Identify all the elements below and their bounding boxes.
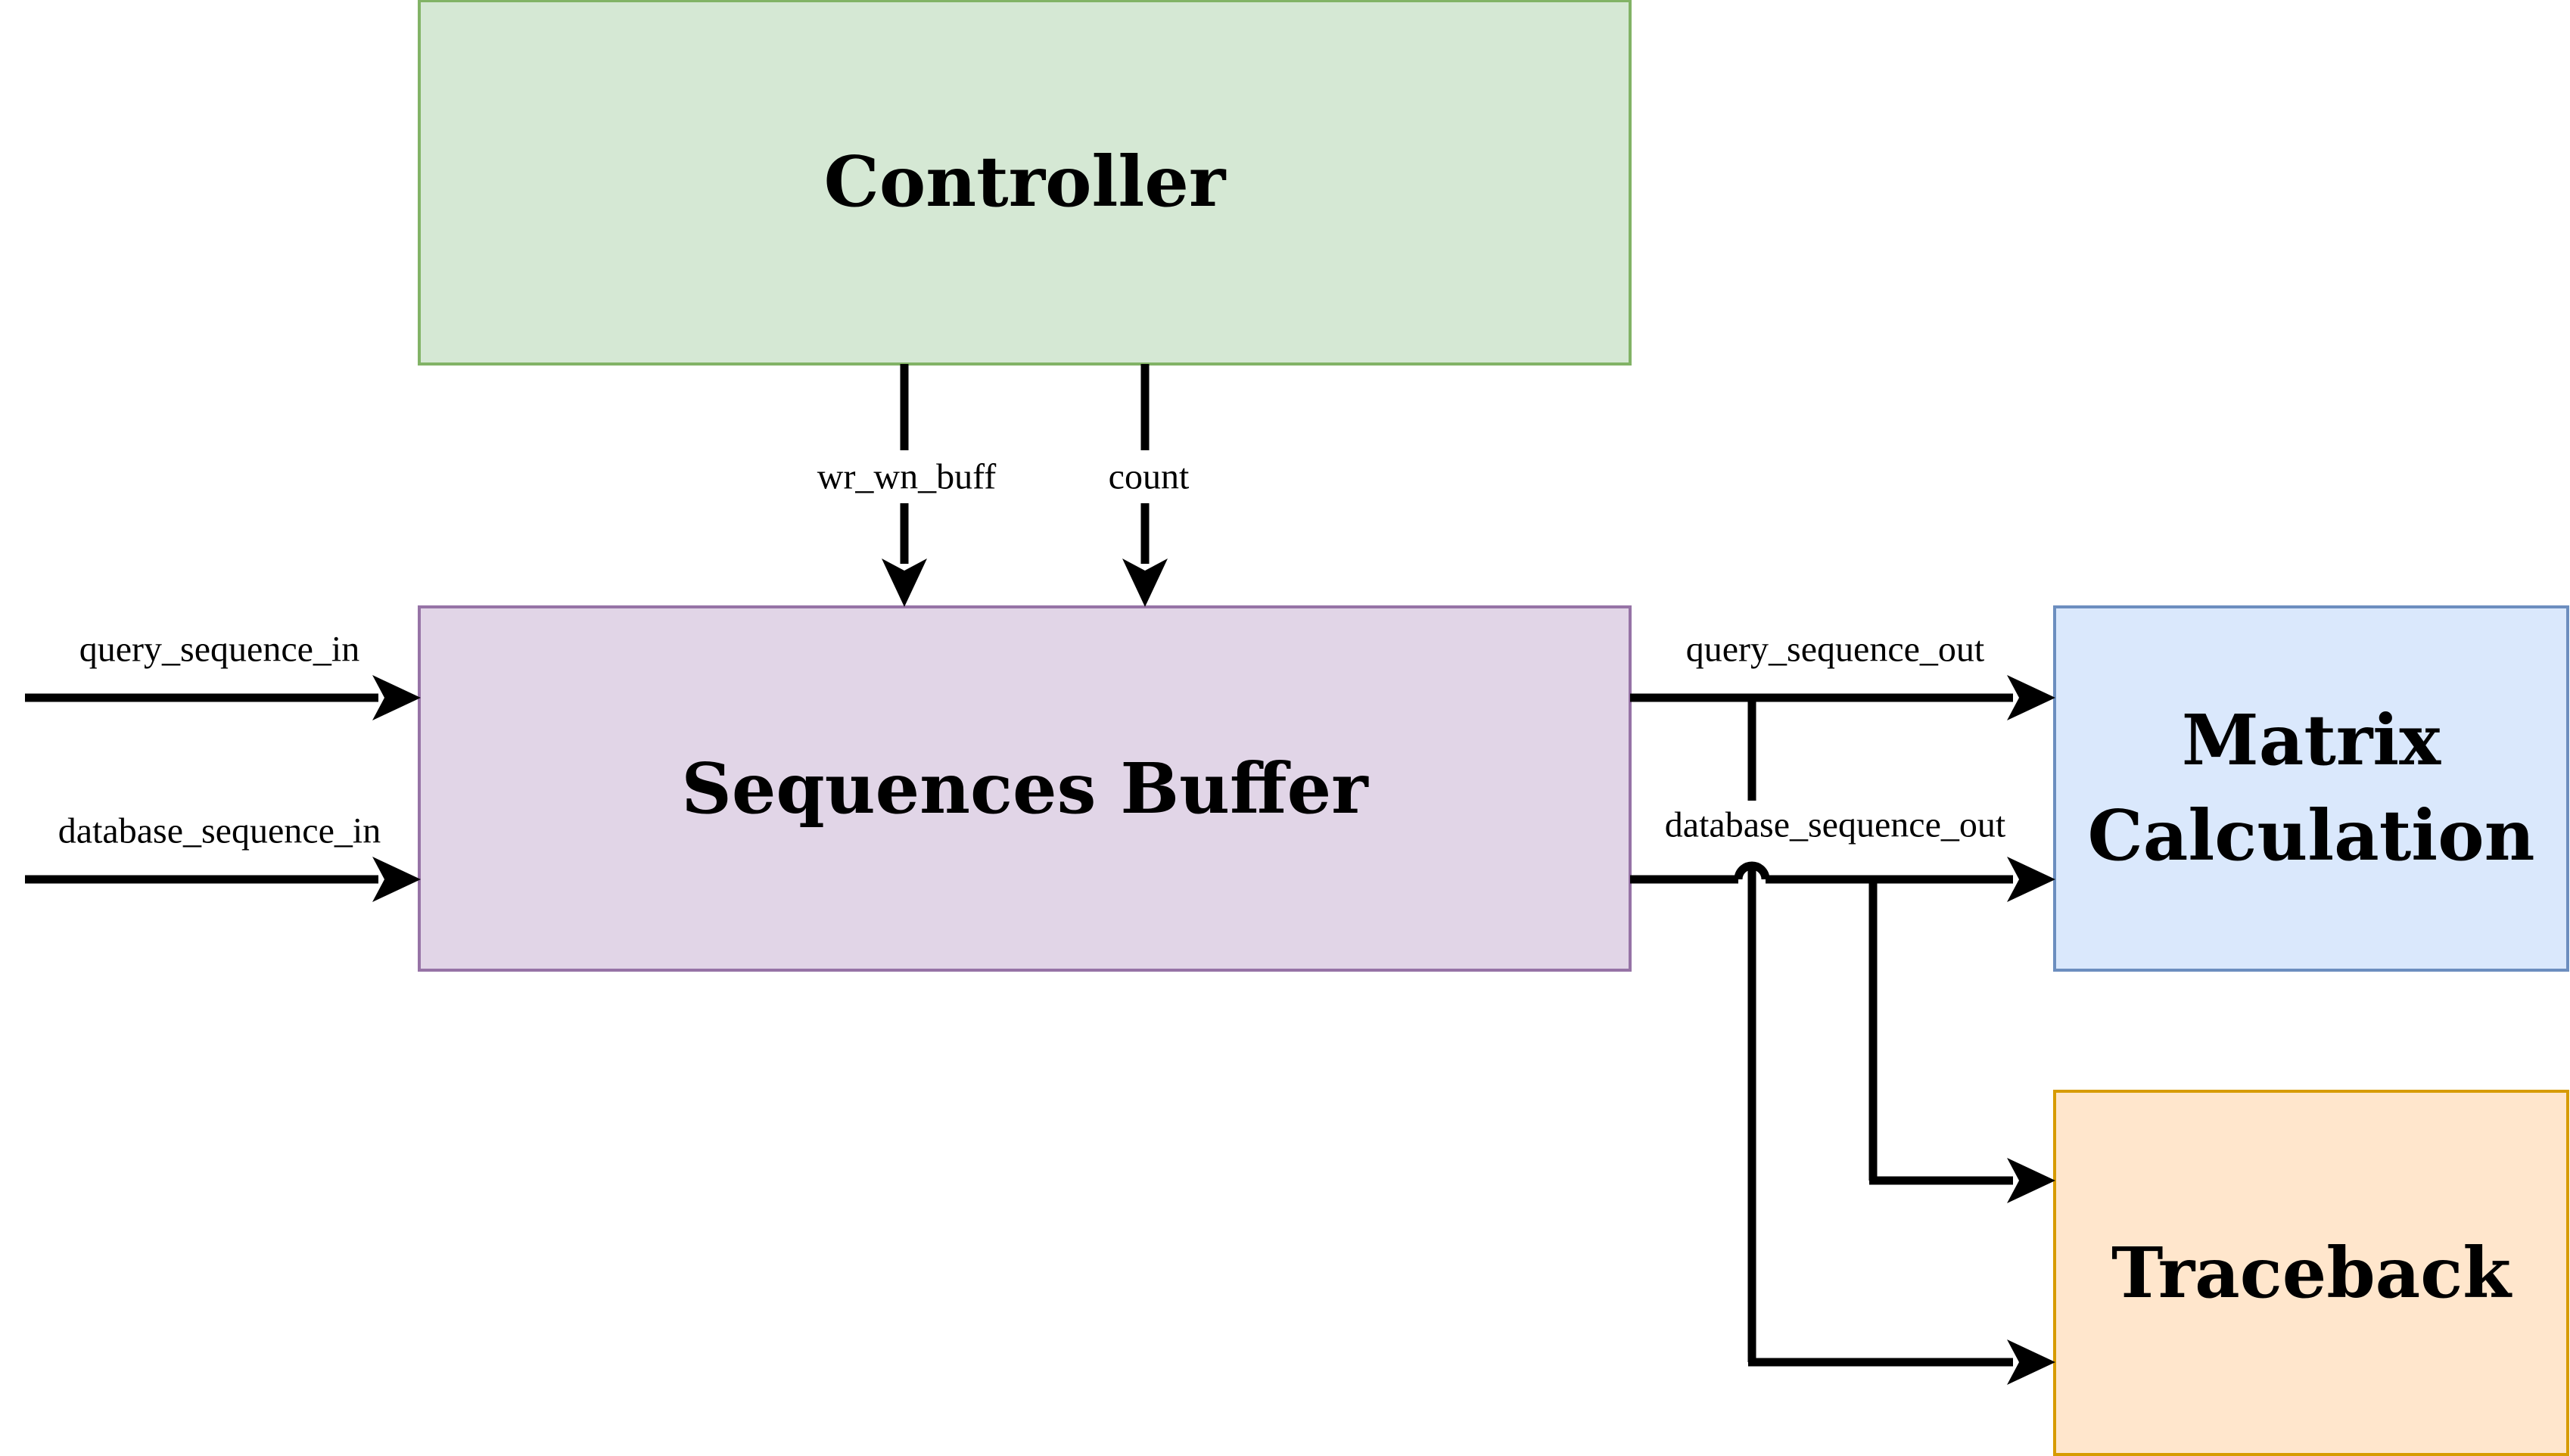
matrix-calculation-label-line1: Matrix — [2182, 699, 2441, 781]
database-sequence-in-label: database_sequence_in — [58, 811, 381, 851]
matrix-calculation-block: Matrix Calculation — [2053, 605, 2569, 972]
matrix-calculation-label-line2: Calculation — [2088, 795, 2535, 876]
database-sequence-out-connector: database_sequence_out — [1630, 805, 2055, 1203]
traceback-block: Traceback — [2053, 1090, 2569, 1456]
query-sequence-in-label: query_sequence_in — [79, 630, 360, 670]
count-connector: count — [1109, 364, 1190, 607]
wr-wn-buff-connector: wr_wn_buff — [817, 364, 996, 607]
controller-block: Controller — [418, 0, 1632, 366]
traceback-label: Traceback — [2111, 1232, 2512, 1314]
query-sequence-in-connector: query_sequence_in — [25, 630, 421, 720]
controller-label: Controller — [824, 141, 1227, 222]
database-sequence-in-connector: database_sequence_in — [25, 811, 421, 902]
wr-wn-buff-label: wr_wn_buff — [817, 457, 996, 497]
query-sequence-out-connector: query_sequence_out — [1630, 630, 2055, 1385]
query-sequence-out-label: query_sequence_out — [1686, 630, 1985, 670]
sequences-buffer-label: Sequences Buffer — [681, 748, 1369, 829]
database-sequence-out-label: database_sequence_out — [1665, 805, 2006, 845]
count-label: count — [1109, 457, 1190, 497]
sequences-buffer-block: Sequences Buffer — [418, 605, 1632, 972]
